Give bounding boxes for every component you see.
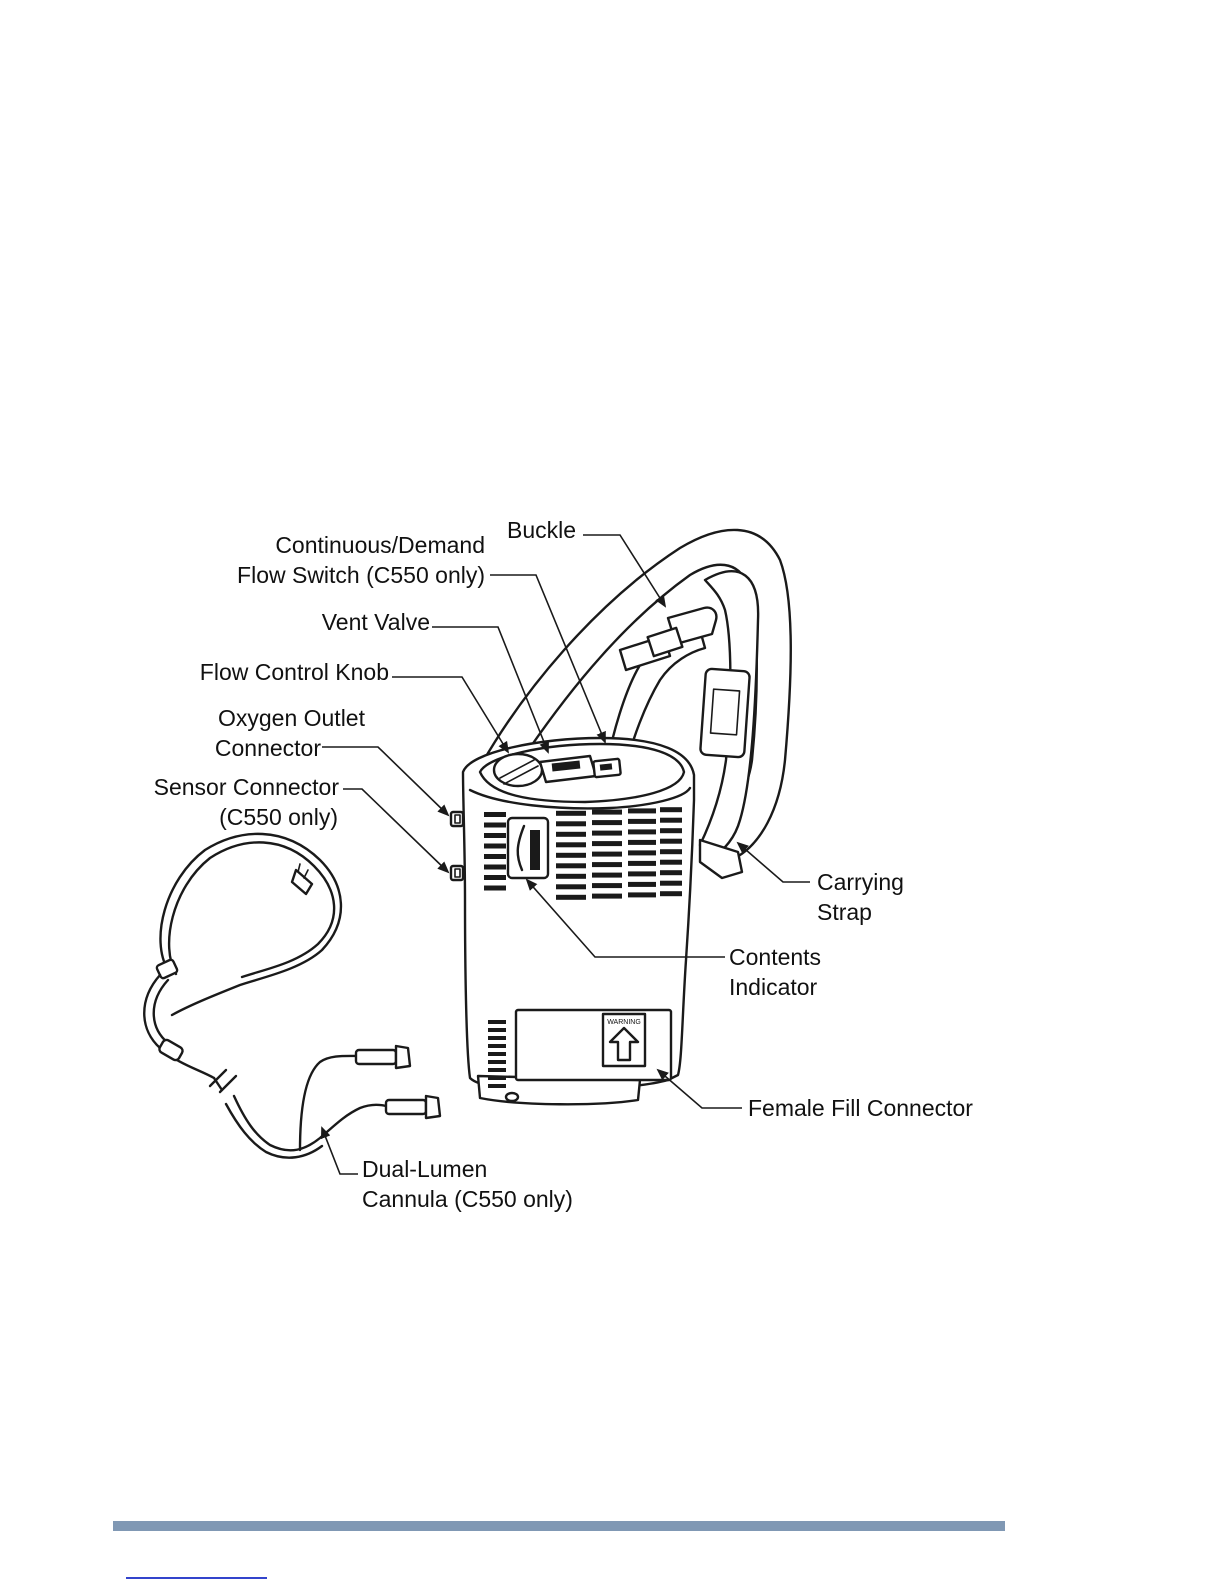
label-contents-line2: Indicator <box>729 974 818 1000</box>
vent-slot <box>484 844 506 849</box>
vent-slot <box>556 821 586 826</box>
label-flow-switch-line2: Flow Switch (C550 only) <box>237 562 485 588</box>
vent-slot <box>660 860 682 865</box>
label-flow-knob: Flow Control Knob <box>200 659 389 685</box>
vent-slot <box>592 841 622 846</box>
vent-slot <box>556 853 586 858</box>
vent-slot <box>628 892 656 897</box>
footer-link-underline <box>126 1577 267 1579</box>
vent-slot <box>628 808 656 813</box>
warning-sticker-text: WARNING <box>607 1019 641 1026</box>
vent-slot <box>484 854 506 859</box>
vent-slot <box>660 870 682 875</box>
side-vent-slot <box>488 1036 506 1040</box>
vent-slot <box>628 861 656 866</box>
vent-slot <box>660 839 682 844</box>
label-flow-switch-line1: Continuous/Demand <box>275 532 485 558</box>
vent-slot <box>628 819 656 824</box>
vent-slot <box>484 875 506 880</box>
label-cannula-line1: Dual-Lumen <box>362 1156 487 1182</box>
label-buckle: Buckle <box>507 517 576 543</box>
vent-slot <box>592 873 622 878</box>
sensor-port <box>451 866 463 880</box>
vent-slot <box>556 874 586 879</box>
oxygen-unit-body: WARNING <box>451 738 694 1104</box>
vent-slot <box>592 820 622 825</box>
label-oxygen-outlet-line2: Connector <box>215 735 321 761</box>
label-fill-connector: Female Fill Connector <box>748 1095 973 1121</box>
oxygen-outlet-port <box>451 812 463 826</box>
vent-slot <box>484 823 506 828</box>
side-vent-slot <box>488 1052 506 1056</box>
vent-slot <box>556 884 586 889</box>
vent-slot <box>484 833 506 838</box>
vent-slot <box>484 812 506 817</box>
side-vent-slot <box>488 1028 506 1032</box>
warning-sticker <box>516 1010 671 1080</box>
vent-slot <box>628 850 656 855</box>
vent-slot <box>484 865 506 870</box>
label-carrying-line2: Strap <box>817 899 872 925</box>
label-vent-valve: Vent Valve <box>322 609 430 635</box>
vent-slot <box>660 818 682 823</box>
vent-slot <box>592 831 622 836</box>
vent-slot <box>660 881 682 886</box>
vent-slot <box>592 862 622 867</box>
vent-slot <box>628 882 656 887</box>
vent-slot <box>628 829 656 834</box>
vent-slot <box>484 886 506 891</box>
vent-slot <box>592 810 622 815</box>
vent-slot <box>660 849 682 854</box>
vent-slot <box>592 894 622 899</box>
dual-lumen-cannula <box>144 834 440 1158</box>
vent-slot <box>556 895 586 900</box>
label-carrying-line1: Carrying <box>817 869 904 895</box>
vent-slot <box>592 852 622 857</box>
vent-slot <box>660 807 682 812</box>
vent-slot <box>660 828 682 833</box>
label-oxygen-outlet-line1: Oxygen Outlet <box>218 705 366 731</box>
vent-slot <box>556 863 586 868</box>
label-sensor-line2: (C550 only) <box>219 804 338 830</box>
vent-slot <box>592 883 622 888</box>
vent-slot <box>556 832 586 837</box>
vent-slot <box>556 842 586 847</box>
vent-slot <box>556 811 586 816</box>
label-sensor-line1: Sensor Connector <box>154 774 340 800</box>
side-vent-slot <box>488 1076 506 1080</box>
side-vent-slot <box>488 1044 506 1048</box>
side-vent-slot <box>488 1060 506 1064</box>
side-vent-slot <box>488 1084 506 1088</box>
side-vent-slot <box>488 1068 506 1072</box>
footer-divider <box>113 1521 1005 1531</box>
lower-side-vent <box>488 1020 506 1088</box>
vent-slot <box>628 840 656 845</box>
vent-slot <box>660 891 682 896</box>
side-vent-slot <box>488 1020 506 1024</box>
label-cannula-line2: Cannula (C550 only) <box>362 1186 573 1212</box>
label-contents-line1: Contents <box>729 944 821 970</box>
vent-slot <box>628 871 656 876</box>
